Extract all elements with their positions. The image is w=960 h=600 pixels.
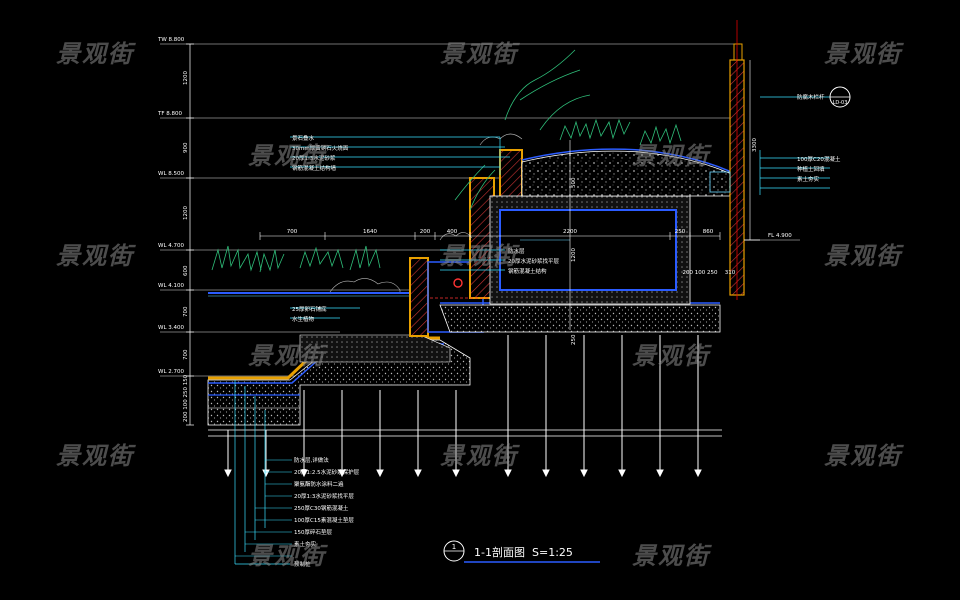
watermark: 景观街 bbox=[824, 40, 902, 68]
dim-label: 400 bbox=[447, 229, 458, 235]
dim-label: 1640 bbox=[363, 229, 377, 235]
dim-label: 1200 bbox=[571, 248, 577, 262]
dim-label: 900 bbox=[183, 142, 189, 153]
dim-label: 600 bbox=[183, 265, 189, 276]
bottom-callout-ticks bbox=[235, 459, 292, 557]
callouts-bottom: 防水层,详做法 20厚1:2.5水泥砂浆保护层 聚氨酯防水涂料二遍 20厚1:3… bbox=[294, 456, 360, 568]
callout-text: 防水层,详做法 bbox=[294, 456, 329, 464]
callout-text: 25厚卵石铺底 bbox=[292, 305, 327, 313]
watermark: 景观街 bbox=[440, 40, 518, 68]
watermark: 景观街 bbox=[824, 442, 902, 470]
elevation-label: TF 8.800 bbox=[157, 111, 183, 117]
callout-text: 150厚碎石垫层 bbox=[294, 528, 332, 536]
watermark: 景观街 bbox=[56, 242, 134, 270]
ground-lines bbox=[208, 429, 722, 437]
dim-label: 200 100 250 150 bbox=[183, 374, 189, 422]
watermark: 景观街 bbox=[248, 542, 326, 570]
detail-reference: LD-03 bbox=[829, 86, 851, 108]
left-dimension-chain bbox=[186, 43, 194, 426]
callout-text: 钢筋混凝土结构墙 bbox=[292, 164, 337, 172]
callout-text: 种植土回填 bbox=[797, 165, 825, 173]
callout-text: 素土夯实 bbox=[294, 540, 317, 548]
dim-label: 200 bbox=[420, 229, 431, 235]
watermark: 景观街 bbox=[440, 442, 518, 470]
callout-text: 景石叠水 bbox=[292, 134, 315, 142]
watermark: 景观街 bbox=[56, 442, 134, 470]
elevation-labels: TW 8.800 TF 8.800 WL 8.500 WL 4.700 WL 4… bbox=[157, 37, 792, 375]
dim-label: 700 bbox=[287, 229, 298, 235]
right-column bbox=[709, 20, 760, 300]
dim-label: 3300 bbox=[752, 138, 758, 152]
vegetation bbox=[211, 49, 682, 273]
callout-text: 20厚1:3水泥砂浆 bbox=[292, 154, 336, 162]
dim-label: 700 bbox=[183, 349, 189, 360]
elevation-label: TW 8.800 bbox=[157, 37, 185, 43]
callout-text: 防腐木栏杆 bbox=[797, 93, 825, 101]
elevation-label: WL 3.400 bbox=[158, 325, 184, 331]
vertical-dimension-labels: 1200 900 1200 600 700 700 200 100 250 15… bbox=[183, 71, 758, 422]
elevation-label: WL 4.700 bbox=[158, 243, 184, 249]
callout-text: 预制桩 bbox=[294, 560, 311, 568]
top-dimension-chain bbox=[259, 60, 751, 330]
callout-text: 30mm厚黄锈石火烧面 bbox=[292, 144, 349, 152]
callout-text: 防水层 bbox=[508, 247, 525, 255]
dim-label: 700 bbox=[183, 306, 189, 317]
dim-label: 2200 bbox=[563, 229, 577, 235]
foundation-slab bbox=[439, 195, 721, 333]
title-number: 1 bbox=[452, 543, 456, 551]
dim-label: 250 bbox=[571, 334, 577, 345]
watermark: 景观街 bbox=[440, 242, 518, 270]
watermark: 景观街 bbox=[632, 542, 710, 570]
title-text: 1-1剖面图 bbox=[474, 545, 525, 559]
elevation-label: WL 2.700 bbox=[158, 369, 184, 375]
callout-text: 20厚水泥砂浆找平层 bbox=[508, 257, 559, 265]
callouts-top-left: 景石叠水 30mm厚黄锈石火烧面 20厚1:3水泥砂浆 钢筋混凝土结构墙 bbox=[292, 134, 349, 172]
callouts-right: 防腐木栏杆 100厚C20混凝土 种植土回填 素土夯实 bbox=[797, 93, 841, 183]
middle-pond bbox=[208, 292, 451, 363]
callout-text: 钢筋混凝土结构 bbox=[508, 267, 547, 275]
watermark: 景观街 bbox=[248, 342, 326, 370]
dim-label: 1200 bbox=[183, 71, 189, 85]
dim-label: 1200 bbox=[183, 206, 189, 220]
watermark: 景观街 bbox=[56, 40, 134, 68]
dim-label: 860 bbox=[703, 229, 714, 235]
watermark: 景观街 bbox=[824, 242, 902, 270]
leader-lines bbox=[234, 96, 830, 565]
callout-text: 20厚1:2.5水泥砂浆保护层 bbox=[294, 468, 360, 476]
dim-label: 500 bbox=[571, 177, 577, 188]
detail-ref-bottom: LD-03 bbox=[833, 100, 848, 106]
drawing-title: 1 1-1剖面图 S=1:25 bbox=[443, 540, 600, 563]
callout-text: 250厚C30钢筋混凝土 bbox=[294, 504, 349, 512]
watermark: 景观街 bbox=[632, 142, 710, 170]
callouts-left-low: 25厚卵石铺底 水生植物 bbox=[292, 305, 327, 323]
elevation-label: WL 8.500 bbox=[158, 171, 184, 177]
title-scale: S=1:25 bbox=[532, 546, 573, 559]
dim-label: 310 bbox=[725, 270, 736, 276]
elevation-label: WL 4.100 bbox=[158, 283, 184, 289]
callout-text: 20厚1:3水泥砂浆找平层 bbox=[294, 492, 354, 500]
callout-text: 100厚C20混凝土 bbox=[797, 155, 841, 163]
callout-text: 聚氨酯防水涂料二遍 bbox=[294, 480, 344, 488]
watermark: 景观街 bbox=[248, 142, 326, 170]
horizontal-dimension-labels: 700 1640 200 400 2200 250 860 200 100 25… bbox=[287, 229, 736, 276]
callout-text: 水生植物 bbox=[292, 315, 315, 323]
elevation-label: FL 4.900 bbox=[768, 233, 792, 239]
callout-text: 素土夯实 bbox=[797, 175, 820, 183]
dim-label: 200 100 250 bbox=[683, 270, 718, 276]
watermark: 景观街 bbox=[632, 342, 710, 370]
callout-text: 100厚C15素混凝土垫层 bbox=[294, 516, 354, 524]
callouts-mid: 防水层 20厚水泥砂浆找平层 钢筋混凝土结构 bbox=[508, 247, 559, 275]
dim-label: 250 bbox=[675, 229, 686, 235]
